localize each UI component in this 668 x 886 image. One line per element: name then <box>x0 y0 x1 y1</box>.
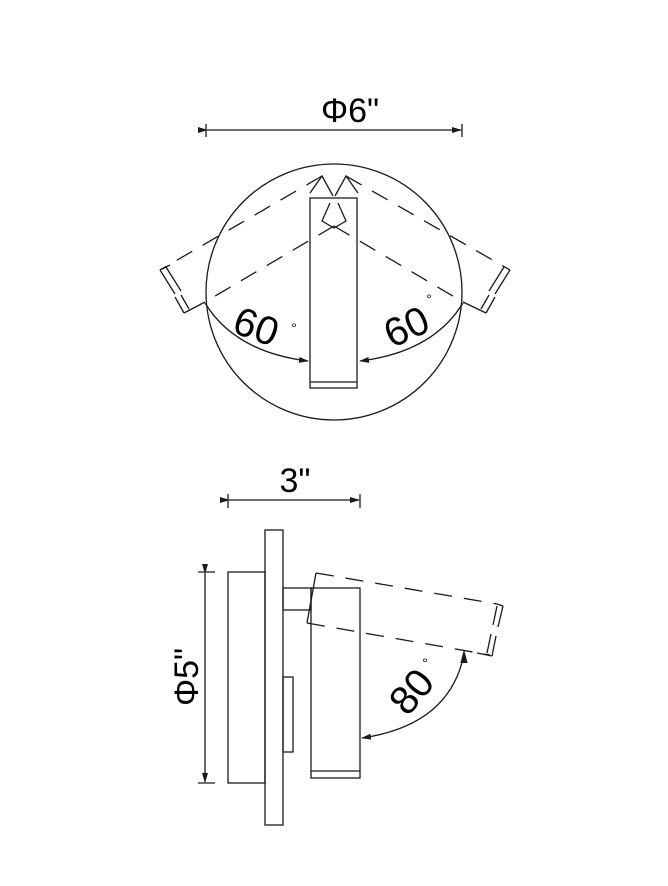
right-angle-arc <box>359 302 464 363</box>
front-diameter-dimension: Φ6" <box>198 92 463 137</box>
left-head-top <box>309 174 334 197</box>
left-angle-label: 60 <box>228 299 285 356</box>
canopy <box>227 571 266 784</box>
side-canopy-label: Φ5" <box>168 648 206 706</box>
right-degree-symbol: ° <box>426 291 432 307</box>
tilted-head-position <box>306 572 504 657</box>
front-view: Φ6" <box>159 92 511 421</box>
tilt-angle-label: 80 <box>381 661 443 723</box>
side-depth-label: 3" <box>280 462 311 500</box>
side-depth-dimension: 3" <box>220 462 361 508</box>
side-view: 3" Φ5" <box>168 462 504 826</box>
tilt-angle-arc <box>361 653 465 740</box>
front-diameter-label: Φ6" <box>321 92 379 130</box>
front-canopy-circle <box>205 163 463 421</box>
side-canopy-dimension: Φ5" <box>168 564 215 784</box>
front-head <box>309 197 358 389</box>
left-swing-position <box>159 175 335 314</box>
left-degree-symbol: ° <box>291 320 297 336</box>
wall-plate <box>264 529 284 826</box>
left-angle-arc <box>204 302 309 363</box>
right-swing-position <box>333 175 511 314</box>
switch <box>282 676 294 753</box>
arm <box>282 587 312 611</box>
side-head <box>310 587 361 779</box>
right-head-top <box>334 174 359 197</box>
tilt-arc-top-arrow <box>460 649 468 664</box>
tilt-degree-symbol: ° <box>422 655 428 671</box>
